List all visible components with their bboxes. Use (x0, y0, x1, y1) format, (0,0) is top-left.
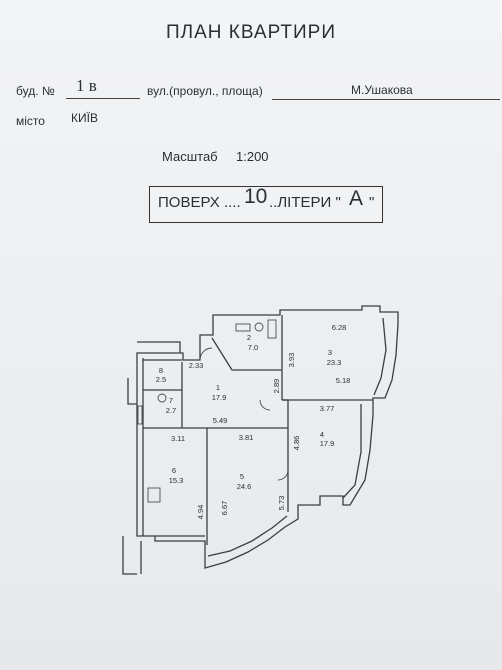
room-2-number: 2 (247, 333, 251, 342)
dimension-label: 6.67 (220, 501, 229, 516)
room-2-area: 7.0 (248, 343, 258, 352)
letter-label: ..ЛІТЕРИ " (269, 194, 341, 211)
room-4-number: 4 (320, 430, 324, 439)
dimension-label: 3.93 (287, 353, 296, 368)
room-1-area: 17.9 (212, 393, 227, 402)
curved-facade-inner (342, 404, 362, 499)
room-3-area: 23.3 (327, 358, 342, 367)
door-swing (259, 399, 271, 411)
wardrobe (137, 341, 181, 353)
curved-facade-inner (207, 515, 288, 557)
door-swing (199, 347, 213, 361)
dimension-label: 2.33 (189, 361, 204, 370)
room-8-number: 8 (159, 366, 163, 375)
room-4-area: 17.9 (320, 439, 335, 448)
radiator (137, 405, 143, 425)
dimension-label: 5.18 (336, 376, 351, 385)
dimension-label: 6.28 (332, 323, 347, 332)
toilet-fixture (254, 322, 264, 332)
building-label: буд. № (16, 84, 55, 98)
interior-wall (211, 337, 282, 371)
room-5-number: 5 (240, 472, 244, 481)
bathtub-fixture (267, 319, 277, 339)
dimension-label: 3.81 (239, 433, 254, 442)
room-8-area: 2.5 (156, 375, 166, 384)
room-6-area: 15.3 (169, 476, 184, 485)
letter-close-quote: " (369, 194, 375, 211)
shower-fixture (147, 487, 161, 503)
street-underline (272, 99, 500, 100)
street-name: М.Ушакова (351, 83, 413, 97)
dimension-label: 3.77 (320, 404, 335, 413)
loggia (122, 536, 137, 575)
building-number-underline (66, 98, 140, 99)
dimension-label: 4.86 (292, 436, 301, 451)
room-7-area: 2.7 (166, 406, 176, 415)
city-name: КИЇВ (71, 111, 98, 125)
room-7-number: 7 (169, 396, 173, 405)
door-swing (277, 469, 289, 481)
curved-facade-inner (373, 317, 387, 396)
room-5-area: 24.6 (237, 482, 252, 491)
floor-number: 10 (244, 185, 268, 208)
dimension-label: 5.73 (277, 496, 286, 511)
page-title: ПЛАН КВАРТИРИ (166, 22, 336, 43)
room-3-number: 3 (328, 348, 332, 357)
floor-box (149, 186, 383, 223)
floor-prefix: ПОВЕРХ .... (158, 194, 241, 211)
scale-value: 1:200 (236, 149, 269, 164)
room-1-number: 1 (216, 383, 220, 392)
dimension-label: 3.11 (171, 434, 185, 443)
scale-label: Масштаб (162, 149, 218, 164)
building-number: 1 в (76, 76, 97, 95)
street-label: вул.(провул., площа) (147, 84, 263, 98)
dimension-label: 5.49 (213, 416, 228, 425)
outer-wall (136, 305, 399, 569)
floor-letter: А (349, 187, 364, 210)
dimension-label: 4.94 (196, 505, 205, 520)
wc-fixture (157, 393, 167, 403)
room-6-number: 6 (172, 466, 176, 475)
city-label: місто (16, 114, 45, 128)
loggia (127, 378, 137, 405)
sink-fixture (235, 323, 251, 332)
dimension-label: 2.89 (272, 379, 281, 394)
interior-wall (282, 399, 289, 512)
